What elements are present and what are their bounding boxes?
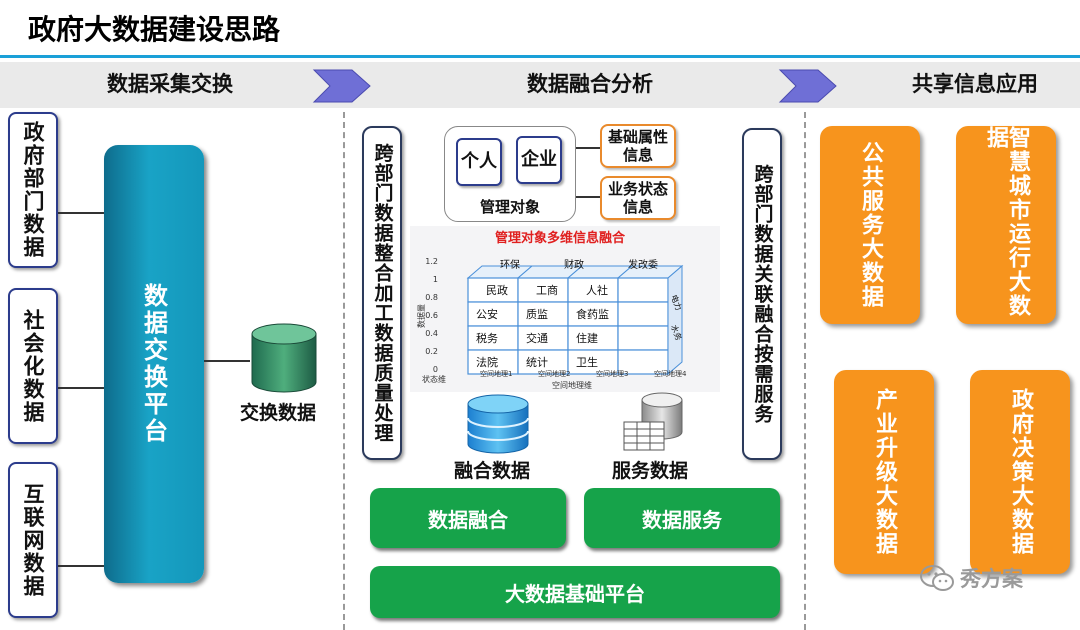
cross-department-integration-box: 跨部门数据整合加工数据质量处理 [362, 126, 402, 460]
cube-top-label: 发改委 [628, 258, 658, 271]
connector-line [58, 565, 104, 567]
fused-database-icon [467, 394, 529, 454]
cube-cell-label: 法院 [476, 355, 498, 369]
page-title: 政府大数据建设思路 [28, 13, 281, 46]
fused-data-label: 融合数据 [454, 460, 531, 482]
cube-corner-label: 状态维 [422, 374, 446, 384]
cube-y-tick: 0.4 [425, 329, 438, 338]
section-divider [343, 112, 345, 630]
cube-cell-label: 交通 [526, 331, 548, 345]
data-service-block: 数据服务 [584, 488, 780, 548]
section-divider [804, 112, 806, 630]
database-cylinder-icon [251, 323, 317, 393]
basic-attribute-info-box: 基础属性信息 [600, 124, 676, 168]
cube-y-axis-label: 数据量 [416, 304, 426, 328]
cube-y-tick: 1 [433, 275, 438, 284]
cube-top-label: 财政 [564, 258, 584, 271]
source-internet-data: 互联网数据 [8, 462, 58, 618]
cube-cell-label: 人社 [586, 283, 608, 297]
cube-cell-label: 质监 [526, 308, 548, 321]
cube-x-tick: 空间地理1 [480, 369, 512, 378]
cube-cell [467, 301, 519, 327]
section-header-bar [0, 62, 1080, 108]
cube-cell-label: 工商 [536, 283, 558, 297]
connector-line [204, 360, 250, 362]
cube-side-face [667, 264, 683, 376]
title-underline [0, 55, 1080, 58]
app-smart-city-big-data: 智慧城市运行大数据 [956, 126, 1056, 324]
cross-department-service-box: 跨部门数据关联融合按需服务 [742, 128, 782, 460]
cube-cell-label: 住建 [576, 331, 598, 345]
section-collect-heading: 数据采集交换 [107, 72, 233, 96]
source-government-data: 政府部门数据 [8, 112, 58, 268]
cube-cell-label: 食药监 [576, 307, 609, 321]
cube-y-tick: 0.2 [425, 347, 438, 356]
cube-x-tick: 空间地理3 [596, 369, 628, 378]
cube-x-axis-label: 空间地理维 [552, 380, 592, 390]
cube-cell-label: 卫生 [576, 355, 598, 369]
data-exchange-platform: 数据交换平台 [104, 145, 204, 583]
connector-line [576, 147, 600, 149]
cube-cell-label: 税务 [476, 331, 498, 345]
app-industry-upgrade-big-data: 产业升级大数据 [834, 370, 934, 574]
connector-line [58, 387, 104, 389]
cube-cell [567, 349, 619, 375]
cube-y-tick: 0.6 [425, 311, 438, 320]
cube-cell [517, 349, 569, 375]
watermark-text: 秀方案 [960, 567, 1023, 591]
chevron-arrow-icon [312, 69, 371, 103]
cube-cell [517, 301, 569, 327]
cube-x-tick: 空间地理2 [538, 369, 570, 378]
cube-cell [467, 349, 519, 375]
service-database-icon [623, 392, 683, 451]
app-government-decision-big-data: 政府决策大数据 [970, 370, 1070, 574]
connector-line [576, 196, 600, 198]
section-share-heading: 共享信息应用 [912, 72, 1038, 96]
business-status-info-box: 业务状态信息 [600, 176, 676, 220]
service-data-label: 服务数据 [612, 460, 689, 482]
wechat-icon [920, 565, 954, 591]
cube-y-tick: 1.2 [425, 257, 438, 266]
entity-enterprise: 企业 [516, 136, 562, 184]
cube-cell [617, 325, 669, 351]
cube-y-tick: 0 [433, 365, 438, 374]
management-object-label: 管理对象 [479, 198, 540, 216]
chevron-arrow-icon [778, 69, 837, 103]
section-fusion-heading: 数据融合分析 [527, 72, 653, 96]
data-fusion-block: 数据融合 [370, 488, 566, 548]
cube-cell [617, 349, 669, 375]
cube-cell-label: 统计 [526, 356, 548, 369]
cube-cell [617, 301, 669, 327]
cube-cell-label: 民政 [486, 283, 508, 297]
multi-dimension-cube-chart: 管理对象多维信息融合 1.2 1 0.8 0.6 0.4 0.2 0 数据量 状态维 环保 财… [410, 226, 720, 392]
cube-x-tick: 空间地理4 [654, 369, 687, 378]
cube-title: 管理对象多维信息融合 [495, 230, 626, 246]
cube-y-tick: 0.8 [425, 293, 438, 302]
big-data-platform-block: 大数据基础平台 [370, 566, 780, 618]
cube-cell-label: 公安 [476, 307, 498, 321]
connector-line [58, 212, 104, 214]
watermark: 秀方案 [920, 563, 1023, 593]
app-public-service-big-data: 公共服务大数据 [820, 126, 920, 324]
cube-cell [617, 277, 669, 303]
exchange-data-label: 交换数据 [240, 402, 317, 424]
cube-cell [567, 277, 619, 303]
source-social-data: 社会化数据 [8, 288, 58, 444]
cube-top-label: 环保 [500, 258, 520, 271]
entity-person: 个人 [456, 138, 502, 186]
